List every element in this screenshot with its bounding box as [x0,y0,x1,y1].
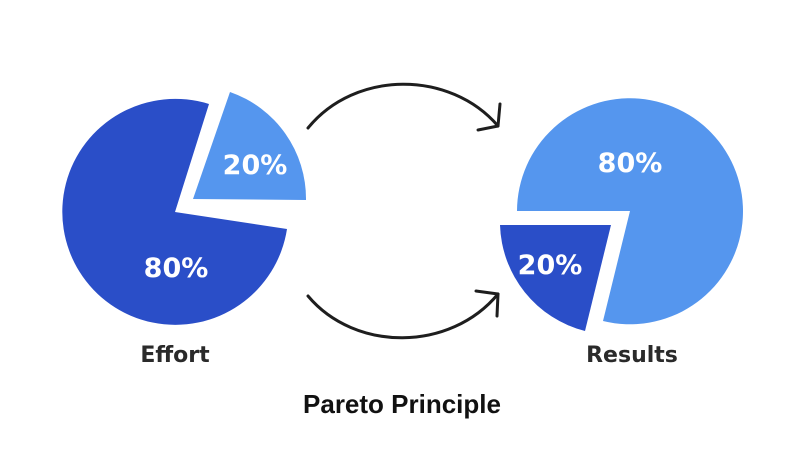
effort-pie: 80% 20% Effort [62,92,307,368]
effort-20-slice [193,92,307,200]
results-20-slice [500,225,611,331]
top-arrow-curve [306,82,500,130]
bottom-arrow-curve [306,292,500,340]
results-80-slice [517,98,743,325]
bottom-arrow-head-icon [474,289,500,318]
results-80-label: 80% [598,148,663,179]
effort-80-label: 80% [144,253,209,284]
top-arrow-head-icon [476,102,502,132]
results-20-label: 20% [518,250,583,281]
effort-caption: Effort [140,343,210,368]
results-caption: Results [586,343,678,368]
bottom-arrow [306,289,500,340]
effort-20-label: 20% [223,150,288,181]
top-arrow [306,82,502,132]
results-pie: 80% 20% Results [500,98,743,368]
effort-80-slice [62,98,287,325]
diagram-title: Pareto Principle [303,389,501,419]
